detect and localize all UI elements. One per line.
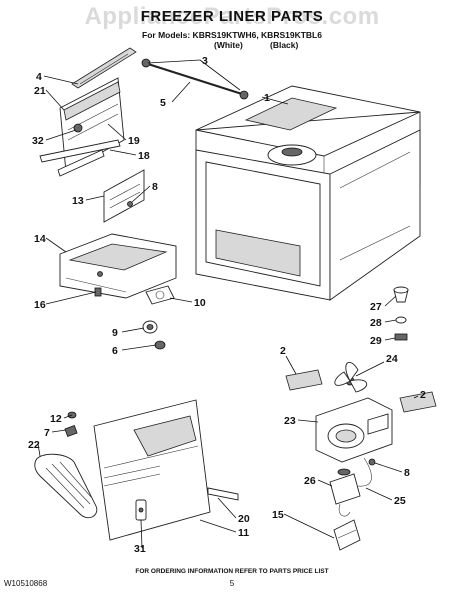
shelf-rod (141, 58, 249, 100)
callout-18: 18 (138, 150, 150, 162)
callout-10: 10 (194, 297, 206, 309)
drain-plug (393, 286, 409, 303)
variant-white: (White) (214, 40, 243, 50)
callout-24: 24 (386, 353, 398, 365)
motor-bracket (333, 519, 361, 551)
callout-6: 6 (112, 345, 118, 357)
callout-19: 19 (128, 135, 140, 147)
callout-labels: 4 21 32 19 18 13 8 3 5 1 14 16 10 9 6 27… (28, 55, 426, 555)
washer (395, 316, 407, 324)
callout-31: 31 (134, 543, 146, 555)
page-title: FREEZER LINER PARTS (140, 8, 324, 25)
wire-harness (338, 457, 372, 517)
fan-shroud (315, 397, 393, 463)
callout-25: 25 (394, 495, 406, 507)
foam-strip-right (399, 391, 437, 413)
variant-black: (Black) (270, 40, 299, 50)
callout-12: 12 (50, 413, 62, 425)
shelf-rail-upper (71, 47, 137, 89)
ordering-note: FOR ORDERING INFORMATION REFER TO PARTS … (135, 568, 329, 575)
callout-8-upper: 8 (152, 181, 158, 193)
callout-20: 20 (238, 513, 250, 525)
callout-23: 23 (284, 415, 296, 427)
callout-1: 1 (264, 92, 270, 104)
callout-16: 16 (34, 299, 46, 311)
tube (207, 487, 239, 501)
grommet (142, 320, 158, 334)
callout-27: 27 (370, 301, 382, 313)
callout-32: 32 (32, 135, 44, 147)
mount-bracket (103, 169, 145, 223)
freezer-liner (195, 85, 421, 301)
callout-22: 22 (28, 439, 40, 451)
callout-2-left: 2 (280, 345, 286, 357)
leader-lines (37, 59, 419, 549)
slide-rail (57, 149, 105, 177)
page-number: 5 (229, 579, 235, 588)
air-grille (34, 453, 98, 519)
callout-8-lower: 8 (404, 467, 410, 479)
callout-21: 21 (34, 85, 46, 97)
model-numbers: For Models: KBRS19KTWH6, KBRS19KTBL6 (142, 30, 322, 40)
callout-7: 7 (44, 427, 50, 439)
rail-strip (39, 139, 121, 163)
callout-28: 28 (370, 317, 382, 329)
callout-5: 5 (160, 97, 166, 109)
sensor-clip (135, 499, 147, 521)
callout-14: 14 (34, 233, 46, 245)
callout-26: 26 (304, 475, 316, 487)
document-number: W10510868 (4, 579, 48, 588)
evaporator-cover (93, 399, 211, 541)
insulation-pad (145, 285, 175, 305)
callout-11: 11 (238, 527, 249, 539)
callout-29: 29 (370, 335, 382, 347)
callout-2-right: 2 (420, 389, 426, 401)
callout-9: 9 (112, 327, 118, 339)
screw (154, 340, 166, 350)
callout-4: 4 (36, 71, 42, 83)
foam-strip-left (285, 369, 323, 391)
drain-pan-assembly (59, 233, 177, 299)
screw-right (368, 458, 376, 466)
callout-15: 15 (272, 509, 284, 521)
retainer-clip (64, 425, 78, 437)
fan-motor (329, 468, 361, 505)
callout-3: 3 (202, 55, 208, 67)
nut (394, 333, 408, 341)
watermark: AppliancePartsPros.com (84, 3, 380, 30)
callout-13: 13 (72, 195, 84, 207)
fan-blade (334, 361, 367, 393)
